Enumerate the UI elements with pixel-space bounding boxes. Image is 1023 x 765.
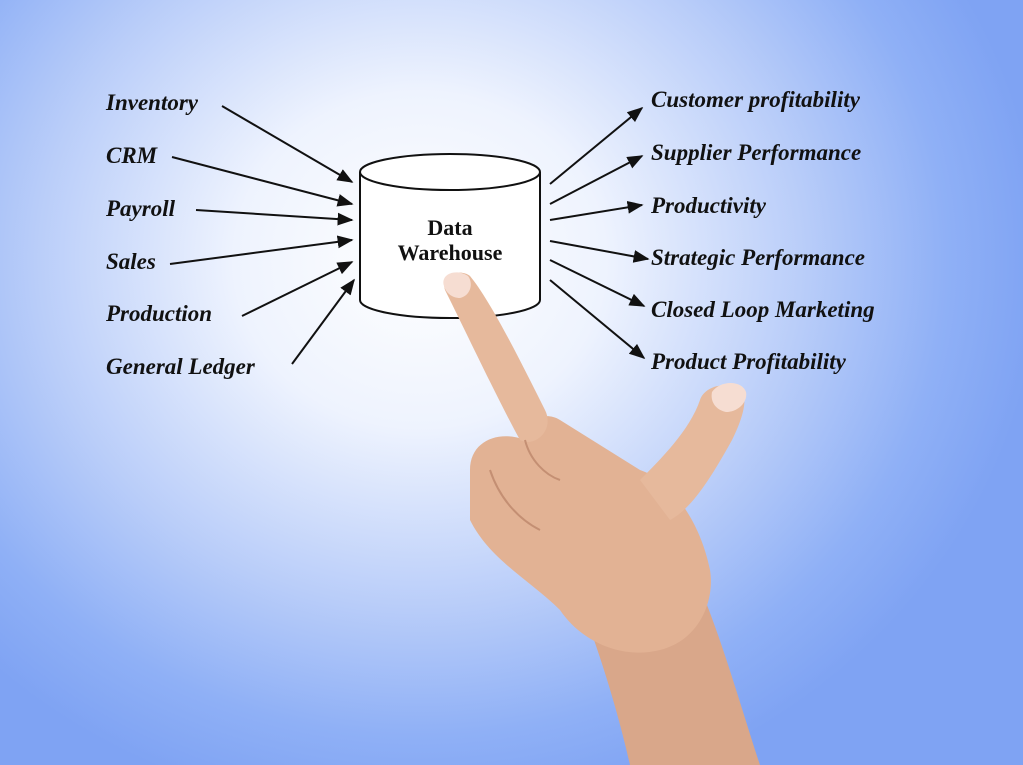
arrow-payroll: [195, 209, 354, 226]
arrow-strategic-performance: [549, 240, 650, 263]
database-cylinder-icon: [359, 153, 541, 319]
arrow-general-ledger: [291, 278, 355, 365]
arrow-product-profitability: [549, 279, 646, 360]
arrow-closed-loop-marketing: [549, 259, 646, 307]
arrow-crm: [171, 156, 354, 207]
output-label-product-profitability: Product Profitability: [651, 349, 846, 374]
output-label-supplier-performance: Supplier Performance: [651, 140, 862, 165]
arrow-inventory: [221, 105, 354, 183]
output-label-productivity: Productivity: [651, 193, 766, 218]
input-label-crm: CRM: [106, 143, 158, 168]
center-line-1: Data: [427, 215, 473, 240]
arrow-production: [241, 261, 354, 317]
input-label-production: Production: [106, 301, 213, 326]
input-label-sales: Sales: [106, 249, 156, 274]
data-warehouse-label: Data Warehouse: [360, 215, 540, 266]
pointing-hand-image: [443, 272, 760, 765]
arrow-sales: [169, 235, 354, 265]
output-label-closed-loop-marketing: Closed Loop Marketing: [651, 297, 875, 322]
center-line-2: Warehouse: [397, 240, 503, 266]
arrow-customer-profitability: [549, 106, 644, 185]
input-label-general-ledger: General Ledger: [106, 354, 255, 379]
input-label-inventory: Inventory: [106, 90, 198, 115]
input-label-payroll: Payroll: [106, 196, 175, 221]
arrow-productivity: [549, 201, 644, 221]
arrow-supplier-performance: [549, 155, 644, 205]
output-label-customer-profitability: Customer profitability: [651, 87, 860, 112]
output-label-strategic-performance: Strategic Performance: [651, 245, 865, 270]
